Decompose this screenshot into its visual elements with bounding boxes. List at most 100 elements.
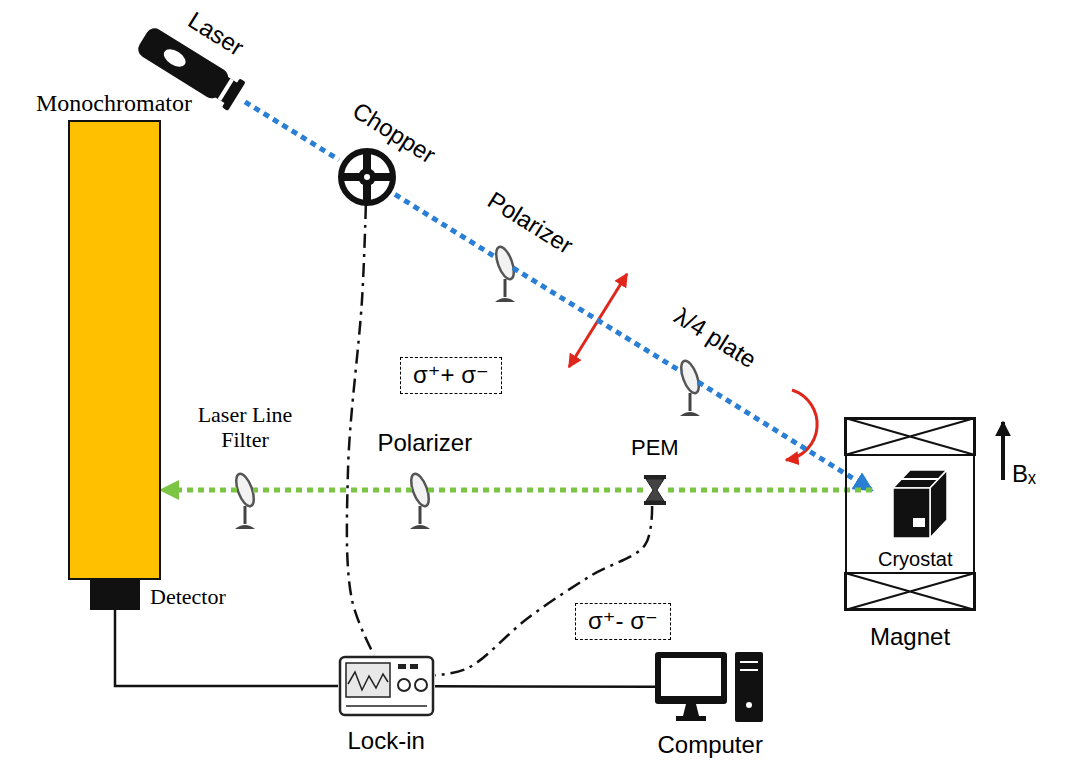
polarizer-icon (408, 472, 433, 529)
tower-button (746, 702, 752, 708)
tower-slot (740, 669, 758, 671)
lock-in-button (398, 664, 406, 669)
monitor-screen (661, 658, 721, 696)
filter-icon (233, 472, 258, 529)
laser-line-filter: Laser Line Filter (237, 471, 253, 509)
signal-beam (428, 488, 643, 493)
signal-beam (253, 488, 412, 493)
pem-icon (644, 475, 666, 505)
data-cable (435, 685, 655, 688)
cube-tape (901, 478, 938, 480)
computer: Computer (655, 650, 765, 724)
component-label: Polarizer (482, 186, 577, 260)
base (495, 298, 515, 302)
post (689, 393, 692, 411)
lock-in-knob (398, 679, 410, 691)
tower-slot (740, 661, 758, 663)
lock-in-icon (340, 657, 433, 715)
optic (678, 359, 703, 396)
monitor-stand (683, 704, 699, 716)
base (235, 525, 255, 529)
chopper-icon (341, 151, 393, 203)
lock-in-panel-line (346, 705, 427, 707)
monitor (655, 652, 727, 704)
laser-head (222, 78, 246, 111)
cube-tag (913, 518, 925, 527)
polarizer: Polarizer (412, 471, 428, 509)
chopper-rim (341, 151, 393, 203)
quarter-wave-plate: λ/4 plate (682, 360, 698, 394)
signal-beam (667, 488, 872, 493)
optic (493, 245, 518, 282)
laser-button (161, 46, 189, 71)
pem-cap (644, 475, 666, 479)
reference-signal (347, 205, 374, 655)
polarizer-icon (493, 245, 518, 302)
component-label: Detector (150, 584, 226, 609)
signal-label: σ⁺- σ⁻ (575, 603, 671, 640)
cube-front (893, 488, 930, 538)
chopper-axle (364, 174, 370, 180)
component-label: Laser Line Filter (185, 402, 305, 453)
circular-polarization-arrow (786, 390, 817, 460)
component-label: Laser (183, 6, 249, 61)
lock-in-trace (348, 672, 388, 690)
base (680, 412, 700, 416)
field-arrow (1001, 422, 1005, 480)
magnet-coil (845, 573, 975, 610)
component-label: Chopper (348, 97, 441, 169)
pem-modulator: PEM (643, 474, 667, 506)
component-label: Lock-in (348, 727, 425, 755)
chopper-hub (358, 168, 376, 186)
component-label: Polarizer (378, 429, 473, 457)
optical-chopper: Chopper (339, 149, 395, 205)
cryostat-icon (893, 470, 947, 538)
lock-in-button (410, 664, 418, 669)
coil-frame (845, 418, 975, 455)
lock-in-case (340, 657, 433, 715)
signal-beam (161, 488, 237, 493)
tower (735, 652, 763, 722)
laser-band (218, 78, 234, 101)
component-label: PEM (631, 435, 679, 460)
post (244, 506, 247, 524)
reference-signal (435, 506, 652, 675)
field-label: Bₓ (1012, 460, 1036, 488)
coil-cross (845, 418, 975, 455)
component-label: Computer (658, 731, 763, 759)
component-label: Cryostat (878, 548, 952, 571)
coil-cross (845, 573, 975, 610)
detector: Detector (90, 580, 140, 610)
magnet-coil (845, 418, 975, 455)
laser-beam (513, 268, 682, 372)
chopper-blade (343, 153, 391, 201)
monitor-foot (676, 716, 706, 721)
laser-beam (698, 382, 872, 490)
coil-frame (845, 573, 975, 610)
component-label: Monochromator (36, 90, 192, 118)
post (504, 279, 507, 297)
cryostat: Cryostat (872, 462, 958, 572)
monochromator: Monochromator (68, 120, 161, 580)
pem-cap (644, 501, 666, 505)
laser-beam (245, 102, 339, 160)
lock-in-knob (415, 679, 427, 691)
signal-label: σ⁺+ σ⁻ (400, 357, 502, 394)
post (419, 506, 422, 524)
laser-beam (395, 194, 497, 258)
computer-icon (655, 652, 763, 722)
component-label: Magnet (870, 623, 950, 651)
cube-side (930, 470, 947, 538)
component-label: λ/4 plate (669, 302, 761, 373)
lock-in-amplifier: Lock-in (338, 655, 435, 717)
magnet: MagnetCryostat (845, 418, 975, 610)
waveplate-icon (678, 359, 703, 416)
polarizer: Polarizer (497, 246, 513, 280)
base (410, 525, 430, 529)
lock-in-screen (346, 663, 390, 697)
pem-crystal (646, 479, 664, 501)
signal-cable (115, 610, 338, 686)
